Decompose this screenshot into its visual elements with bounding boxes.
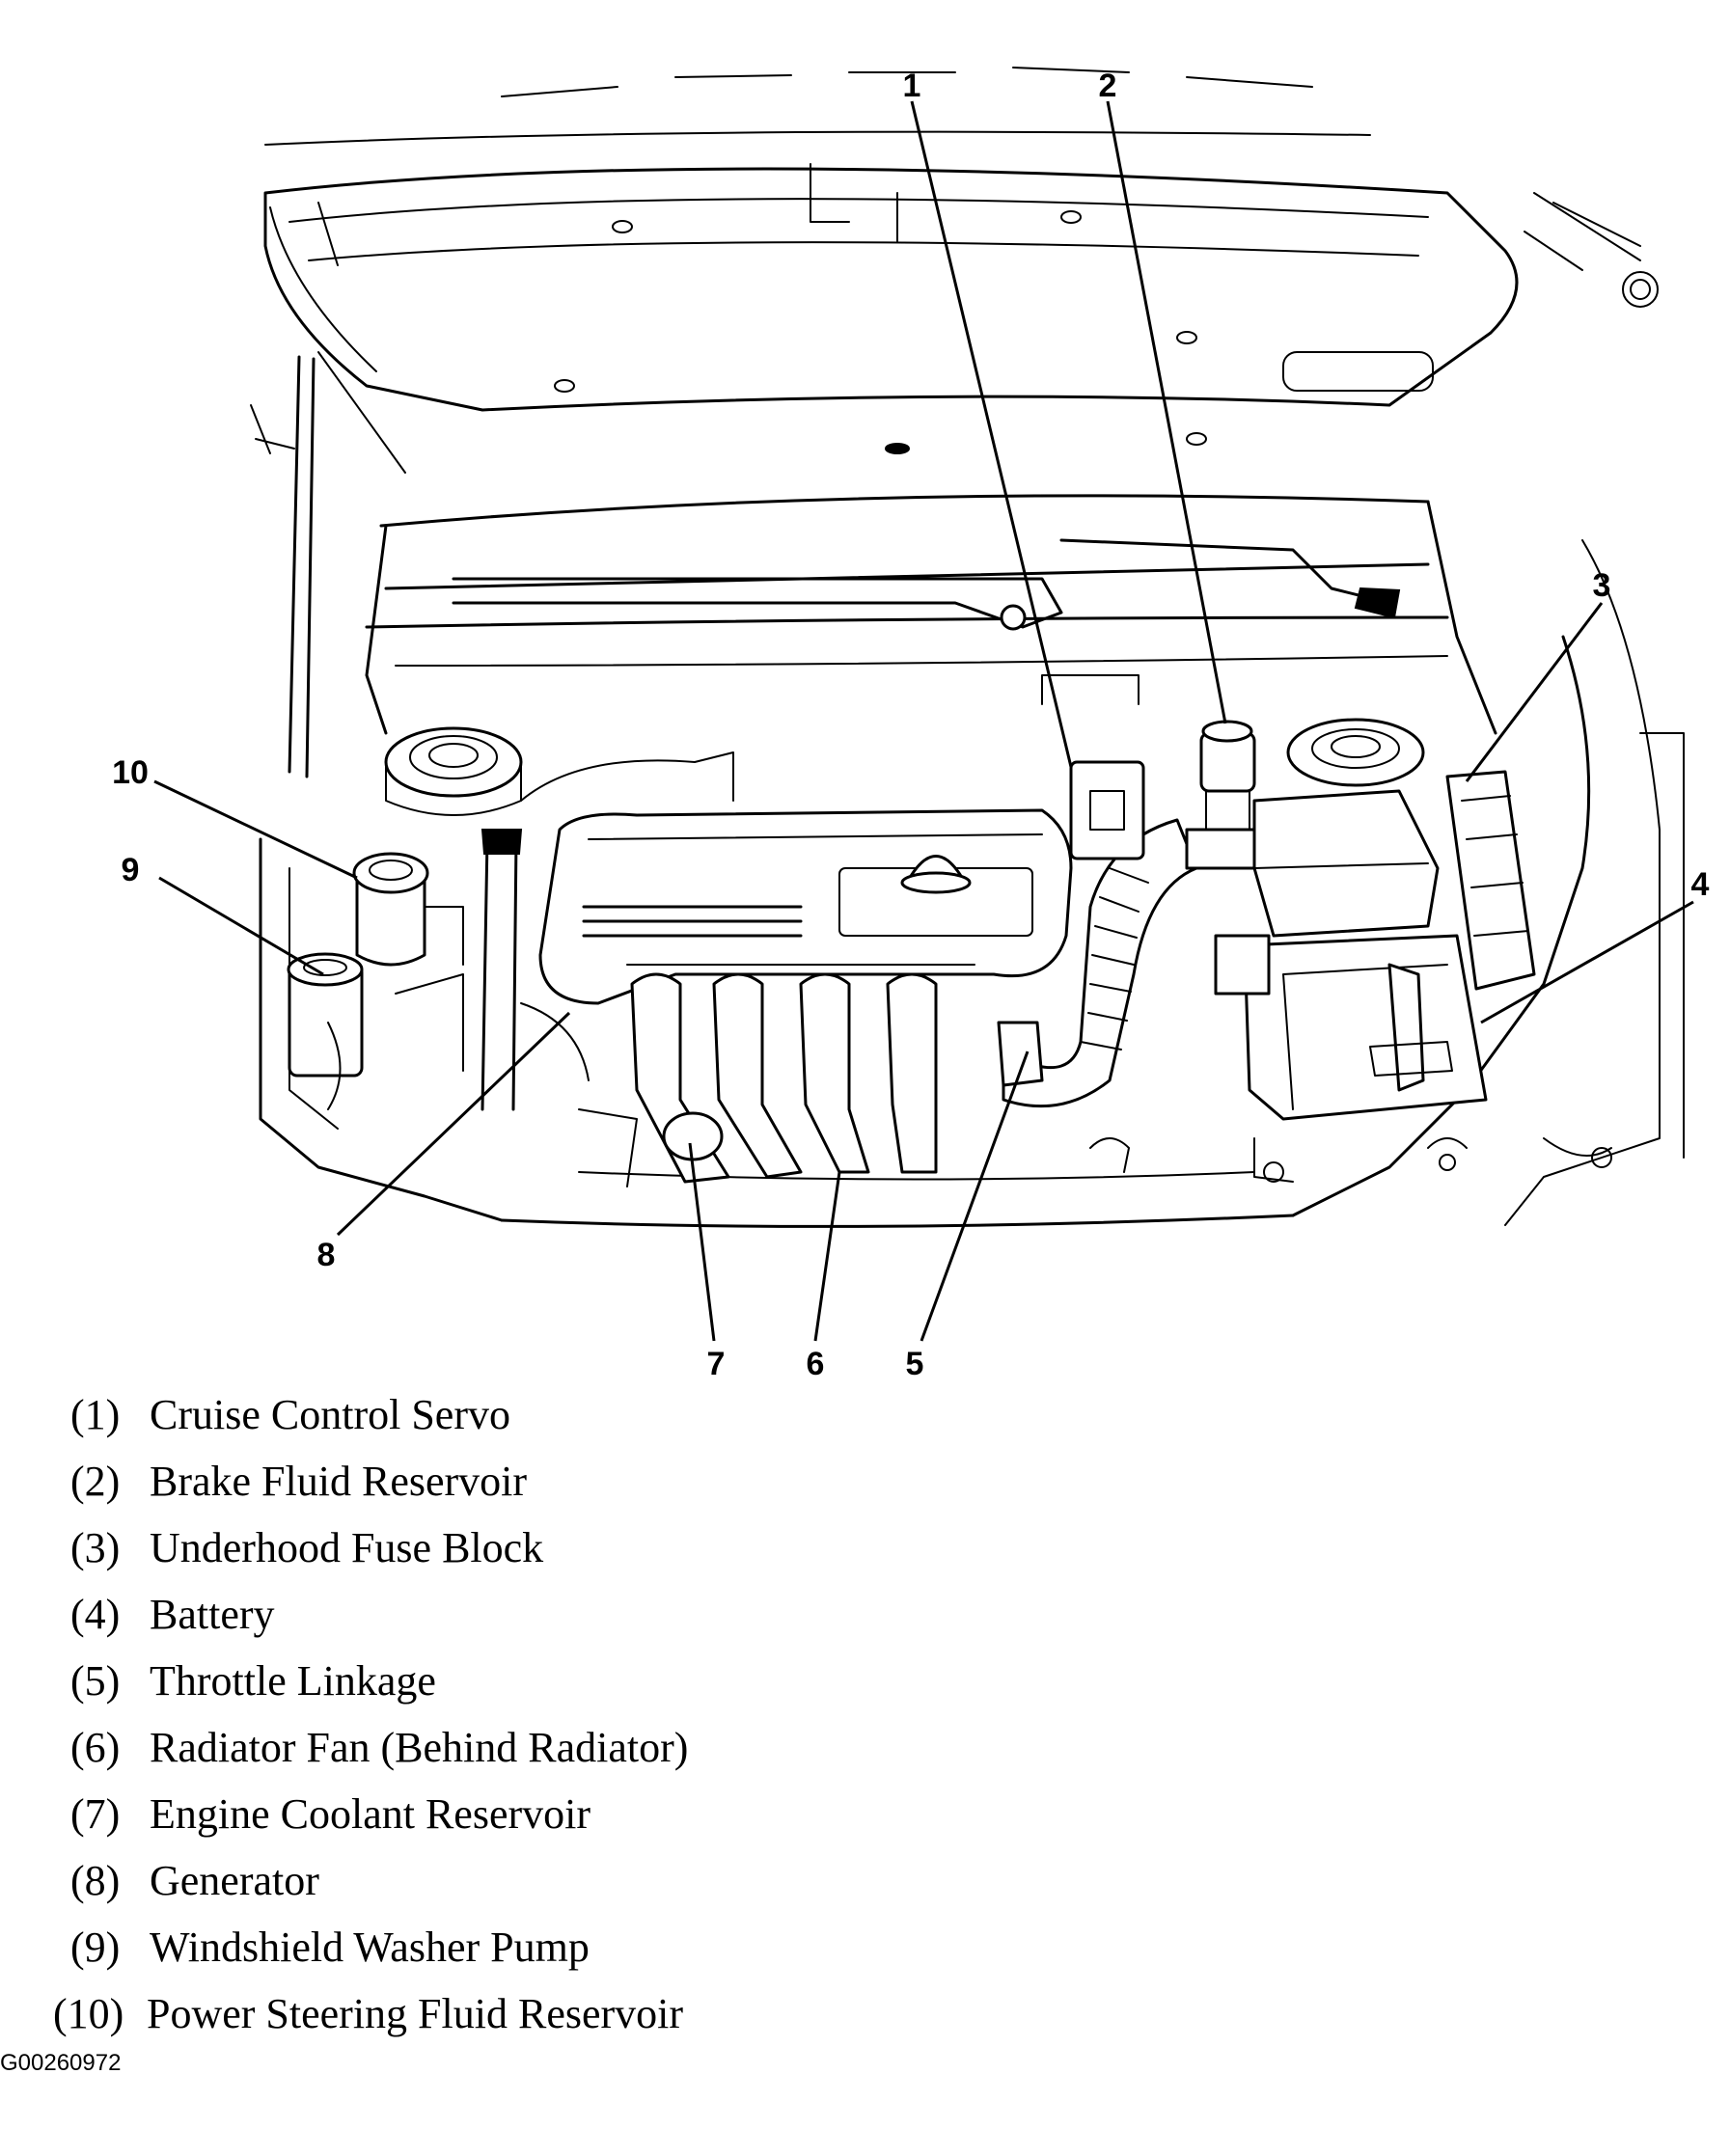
callout-7: 7 xyxy=(707,1346,726,1382)
legend-number: (5) xyxy=(70,1657,121,1705)
legend-number: (3) xyxy=(70,1524,121,1571)
leader-lines xyxy=(153,100,1694,1342)
legend-number: (2) xyxy=(70,1458,121,1505)
callout-labels: 1 2 3 4 5 6 7 8 9 10 xyxy=(112,68,1709,1382)
hood-prop-rod xyxy=(288,355,316,778)
legend-item: (8) Generator xyxy=(53,1847,921,1914)
engine-cover xyxy=(538,808,1073,1005)
legend-label: Throttle Linkage xyxy=(150,1657,436,1705)
legend-label: Underhood Fuse Block xyxy=(150,1524,544,1571)
legend-number: (1) xyxy=(70,1391,121,1438)
callout-2: 2 xyxy=(1099,68,1117,104)
brake-reservoir xyxy=(1185,720,1266,870)
figure-id: G00260972 xyxy=(0,2050,122,2076)
callout-6: 6 xyxy=(807,1346,825,1382)
battery xyxy=(1214,934,1488,1121)
legend-number: (10) xyxy=(53,1990,124,2037)
legend-number: (4) xyxy=(70,1591,121,1638)
legend-number: (6) xyxy=(70,1724,121,1771)
coolant-reservoir-cap xyxy=(662,1111,724,1161)
legend-label: Generator xyxy=(150,1857,319,1904)
intake-manifold xyxy=(626,964,975,1184)
callout-8: 8 xyxy=(317,1237,336,1273)
legend-item: (9) Windshield Washer Pump xyxy=(53,1914,921,1980)
air-cleaner xyxy=(1252,789,1440,938)
cruise-servo xyxy=(1069,760,1145,860)
callout-9: 9 xyxy=(122,852,140,888)
legend-item: (10) Power Steering Fluid Reservoir xyxy=(53,1980,921,2047)
legend-label: Windshield Washer Pump xyxy=(150,1924,590,1971)
legend-number: (9) xyxy=(70,1924,121,1971)
legend-item: (3) Underhood Fuse Block xyxy=(53,1515,921,1581)
legend-label: Cruise Control Servo xyxy=(150,1391,510,1438)
body-outline xyxy=(259,539,1685,1228)
legend-label: Radiator Fan (Behind Radiator) xyxy=(150,1724,689,1771)
callout-1: 1 xyxy=(903,68,921,104)
legend-label: Battery xyxy=(150,1591,275,1638)
component-legend: (1) Cruise Control Servo (2) Brake Fluid… xyxy=(53,1381,921,2047)
legend-number: (7) xyxy=(70,1790,121,1838)
legend-label: Brake Fluid Reservoir xyxy=(150,1458,528,1505)
legend-label: Power Steering Fluid Reservoir xyxy=(147,1990,684,2037)
legend-number: (8) xyxy=(70,1857,121,1904)
left-strut-tower xyxy=(384,726,523,816)
legend-item: (2) Brake Fluid Reservoir xyxy=(53,1448,921,1515)
legend-item: (6) Radiator Fan (Behind Radiator) xyxy=(53,1714,921,1781)
legend-label: Engine Coolant Reservoir xyxy=(150,1790,591,1838)
right-strut-tower xyxy=(1286,718,1425,787)
air-intake-duct xyxy=(997,818,1198,1108)
hood xyxy=(250,67,1659,474)
washer-pump xyxy=(287,952,364,1110)
legend-item: (4) Battery xyxy=(53,1581,921,1648)
engine-compartment-drawing: 1 2 3 4 5 6 7 8 9 10 xyxy=(112,67,1710,1382)
callout-10: 10 xyxy=(112,754,149,791)
legend-item: (7) Engine Coolant Reservoir xyxy=(53,1781,921,1847)
power-steering-reservoir xyxy=(352,852,464,967)
lower-details xyxy=(395,973,1612,1187)
callout-5: 5 xyxy=(906,1346,924,1382)
callout-3: 3 xyxy=(1593,567,1611,604)
legend-item: (5) Throttle Linkage xyxy=(53,1648,921,1714)
fuse-block xyxy=(1445,770,1536,991)
callout-4: 4 xyxy=(1691,866,1710,903)
cowl-and-wipers xyxy=(365,494,1497,735)
legend-item: (1) Cruise Control Servo xyxy=(53,1381,921,1448)
